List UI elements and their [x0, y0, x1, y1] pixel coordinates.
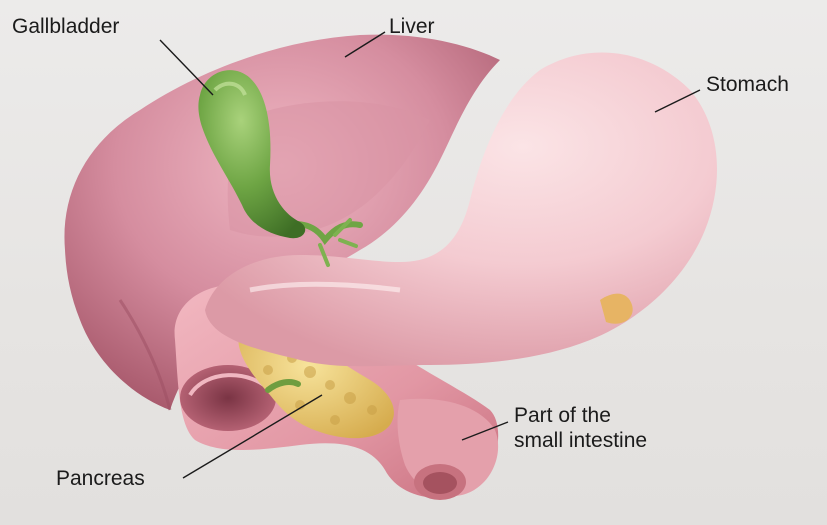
gallbladder-label: Gallbladder — [12, 14, 119, 39]
small-intestine-label-line1: Part of the — [514, 403, 647, 428]
stomach-label: Stomach — [706, 72, 789, 97]
pancreas-label: Pancreas — [56, 466, 145, 491]
small-intestine-label-line2: small intestine — [514, 428, 647, 453]
small-intestine-label: Part of the small intestine — [514, 403, 647, 453]
liver-label: Liver — [389, 14, 435, 39]
